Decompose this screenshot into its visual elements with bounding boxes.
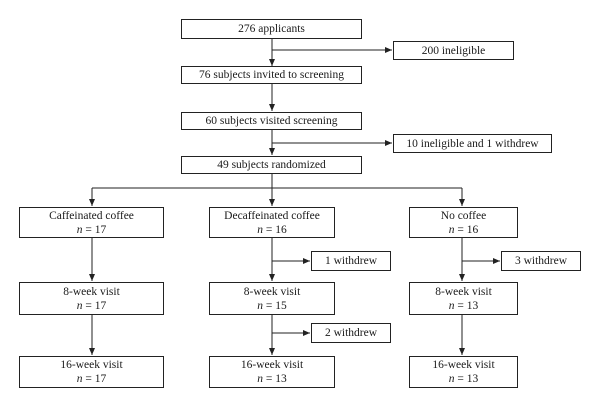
arm-nocoffee-label: No coffee [440, 209, 487, 222]
arm-nocoffee-n: n = 16 [448, 223, 479, 236]
caffeinated-8wk-box: 8-week visit n = 17 [19, 282, 164, 315]
nocoffee-16wk-box: 16-week visit n = 13 [409, 356, 518, 388]
randomized-text: 49 subjects randomized [217, 159, 326, 171]
arm-caffeinated-label: Caffeinated coffee [49, 209, 134, 222]
decaf-16wk-label: 16-week visit [240, 359, 304, 371]
decaf-withdrew-2-box: 2 withdrew [311, 323, 391, 343]
ineligible-text: 200 ineligible [421, 44, 486, 57]
nocoffee-16wk-n: n = 13 [448, 373, 479, 385]
decaf-16wk-box: 16-week visit n = 13 [209, 356, 335, 388]
caffeinated-8wk-label: 8-week visit [63, 285, 120, 298]
arm-caffeinated-n: n = 17 [76, 223, 107, 236]
randomized-box: 49 subjects randomized [181, 156, 362, 174]
caffeinated-16wk-n: n = 17 [76, 373, 107, 385]
visited-box: 60 subjects visited screening [181, 112, 362, 130]
caffeinated-16wk-box: 16-week visit n = 17 [19, 356, 164, 388]
arm-caffeinated-box: Caffeinated coffee n = 17 [19, 207, 164, 238]
nocoffee-withdrew-3-box: 3 withdrew [501, 251, 581, 271]
ineligible-box: 200 ineligible [393, 41, 514, 60]
arm-decaf-box: Decaffeinated coffee n = 16 [209, 207, 335, 238]
nocoffee-8wk-n: n = 13 [448, 299, 479, 312]
nocoffee-8wk-label: 8-week visit [435, 285, 492, 298]
invited-box: 76 subjects invited to screening [181, 66, 362, 84]
applicants-text: 276 applicants [238, 23, 305, 35]
ineligible-withdrew-box: 10 ineligible and 1 withdrew [393, 134, 552, 153]
nocoffee-withdrew-3-text: 3 withdrew [514, 255, 568, 267]
arm-nocoffee-box: No coffee n = 16 [409, 207, 518, 238]
caffeinated-8wk-n: n = 17 [76, 299, 107, 312]
decaf-16wk-n: n = 13 [257, 373, 287, 385]
arm-decaf-label: Decaffeinated coffee [224, 209, 320, 222]
ineligible-withdrew-text: 10 ineligible and 1 withdrew [406, 137, 539, 150]
arm-decaf-n: n = 16 [257, 223, 287, 236]
decaf-withdrew-1-text: 1 withdrew [324, 255, 378, 267]
decaf-8wk-n: n = 15 [257, 299, 287, 312]
invited-text: 76 subjects invited to screening [199, 69, 344, 81]
nocoffee-16wk-label: 16-week visit [432, 359, 495, 371]
decaf-8wk-box: 8-week visit n = 15 [209, 282, 335, 315]
nocoffee-8wk-box: 8-week visit n = 13 [409, 282, 518, 315]
decaf-withdrew-1-box: 1 withdrew [311, 251, 391, 271]
caffeinated-16wk-label: 16-week visit [60, 359, 123, 371]
decaf-8wk-label: 8-week visit [243, 285, 301, 298]
visited-text: 60 subjects visited screening [205, 115, 338, 127]
decaf-withdrew-2-text: 2 withdrew [324, 327, 378, 339]
applicants-box: 276 applicants [181, 19, 362, 39]
